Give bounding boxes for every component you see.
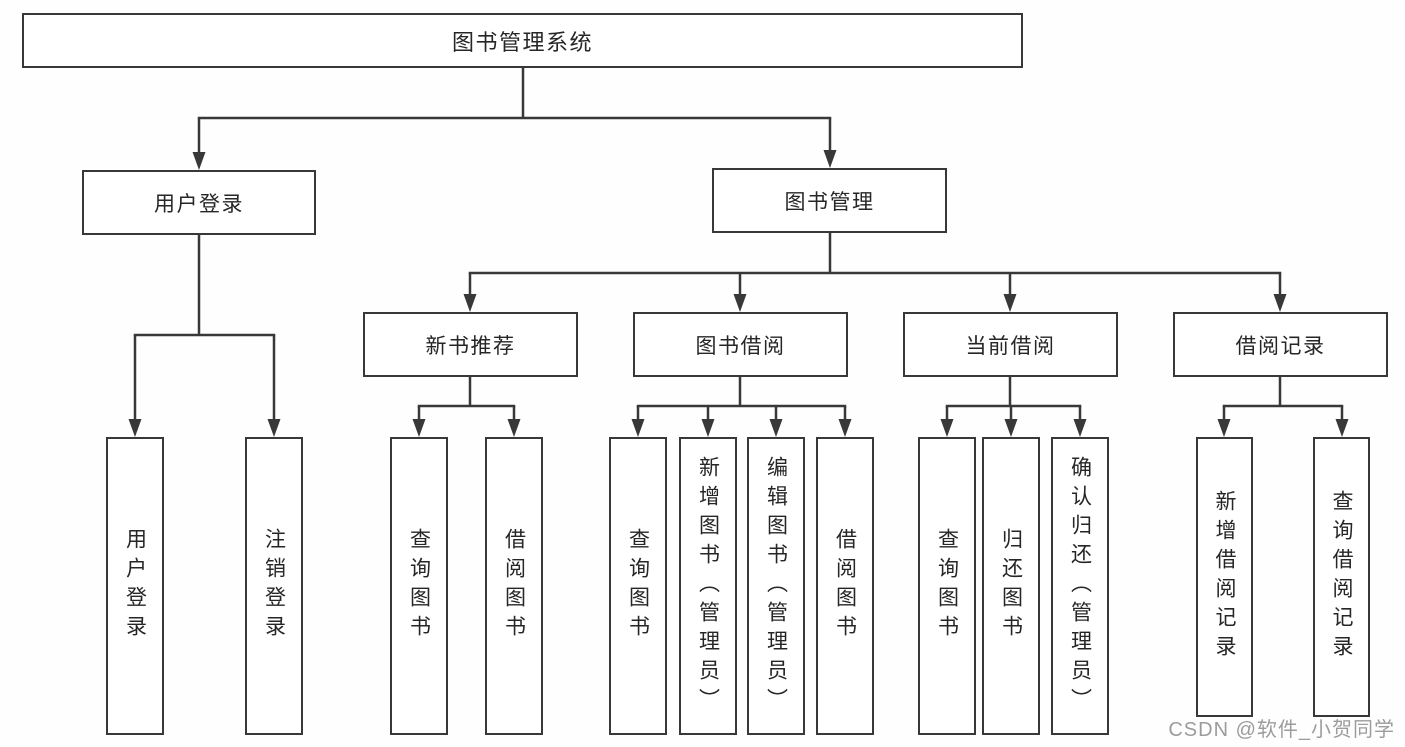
node-label: 图书管理系统 bbox=[451, 29, 593, 55]
leaf-label: 用户登录 bbox=[123, 528, 147, 644]
node-label: 图书借阅 bbox=[695, 334, 786, 358]
node-user-login: 用户登录 bbox=[82, 170, 316, 235]
node-label: 用户登录 bbox=[154, 192, 244, 216]
leaf-label: 确认归还（管理员） bbox=[1068, 455, 1092, 717]
node-label: 借阅记录 bbox=[1235, 334, 1326, 358]
node-current-borrow: 当前借阅 bbox=[903, 312, 1118, 377]
node-borrow-records: 借阅记录 bbox=[1173, 312, 1388, 377]
node-library-management-system: 图书管理系统 bbox=[22, 13, 1023, 68]
leaf-query-books: 查询图书 bbox=[390, 437, 448, 735]
leaf-label: 归还图书 bbox=[999, 528, 1023, 644]
node-new-book-recommend: 新书推荐 bbox=[363, 312, 578, 377]
node-book-borrow: 图书借阅 bbox=[633, 312, 848, 377]
leaf-query-books: 查询图书 bbox=[609, 437, 667, 735]
leaf-edit-books-admin: 编辑图书（管理员） bbox=[747, 437, 805, 735]
leaf-label: 查询图书 bbox=[626, 528, 650, 644]
leaf-label: 借阅图书 bbox=[502, 528, 526, 644]
leaf-logout: 注销登录 bbox=[245, 437, 303, 735]
leaf-label: 新增借阅记录 bbox=[1213, 490, 1236, 664]
leaf-borrow-books: 借阅图书 bbox=[485, 437, 543, 735]
leaf-label: 查询借阅记录 bbox=[1330, 490, 1353, 664]
leaf-label: 新增图书（管理员） bbox=[696, 455, 720, 717]
arrowheads bbox=[128, 150, 1349, 437]
node-label: 图书管理 bbox=[784, 190, 875, 214]
node-label: 新书推荐 bbox=[425, 334, 516, 358]
leaf-label: 借阅图书 bbox=[833, 528, 857, 644]
node-label: 当前借阅 bbox=[965, 334, 1056, 358]
leaf-label: 查询图书 bbox=[407, 528, 431, 644]
leaf-query-borrow-record: 查询借阅记录 bbox=[1313, 437, 1370, 717]
node-book-management: 图书管理 bbox=[712, 168, 947, 233]
leaf-add-books-admin: 新增图书（管理员） bbox=[679, 437, 737, 735]
leaf-query-books: 查询图书 bbox=[918, 437, 976, 735]
leaf-borrow-books: 借阅图书 bbox=[816, 437, 874, 735]
leaf-label: 查询图书 bbox=[935, 528, 959, 644]
leaf-label: 注销登录 bbox=[262, 528, 286, 644]
csdn-watermark: CSDN @软件_小贺同学 bbox=[1168, 719, 1395, 741]
leaf-label: 编辑图书（管理员） bbox=[764, 455, 788, 717]
leaf-confirm-return-admin: 确认归还（管理员） bbox=[1051, 437, 1109, 735]
leaf-return-books: 归还图书 bbox=[982, 437, 1040, 735]
leaf-add-borrow-record: 新增借阅记录 bbox=[1196, 437, 1253, 717]
leaf-user-login: 用户登录 bbox=[106, 437, 164, 735]
